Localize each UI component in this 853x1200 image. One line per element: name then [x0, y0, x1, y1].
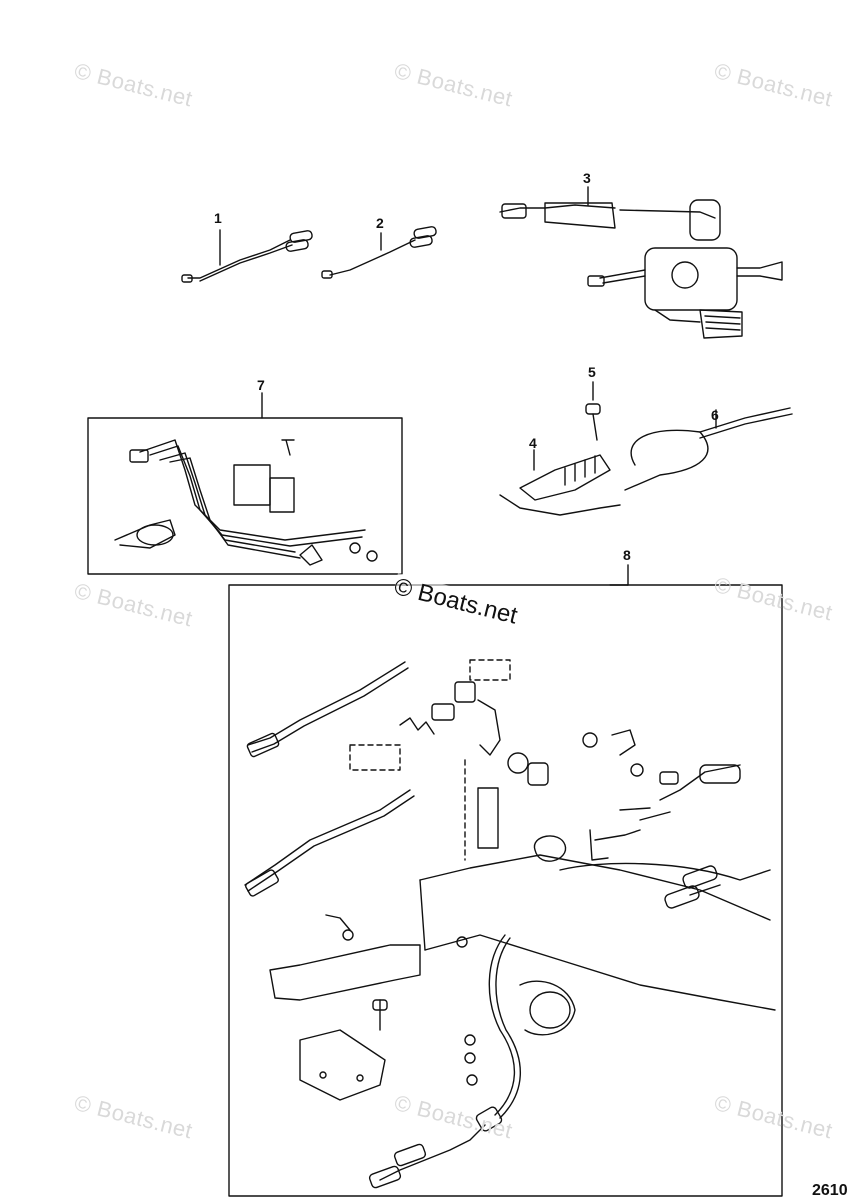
part-4-coil: [499, 449, 621, 516]
callout-1: 1: [214, 210, 222, 226]
part-5-screw: [585, 381, 601, 441]
part-1-wire-harness: [181, 229, 313, 283]
callout-3: 3: [583, 170, 591, 186]
part-6-wire-lead: [624, 407, 793, 491]
callout-4: 4: [529, 435, 537, 451]
callout-7: 7: [257, 377, 265, 393]
part-8-steering-assembly: [228, 564, 783, 1197]
part-7-bracket-harness: [87, 392, 403, 575]
callout-5: 5: [588, 364, 596, 380]
callout-2: 2: [376, 215, 384, 231]
callout-6: 6: [711, 407, 719, 423]
callout-8: 8: [623, 547, 631, 563]
part-2-wire-harness: [321, 226, 437, 279]
part-3-key-switch: [499, 186, 783, 339]
diagram-code: 2610: [812, 1182, 848, 1199]
